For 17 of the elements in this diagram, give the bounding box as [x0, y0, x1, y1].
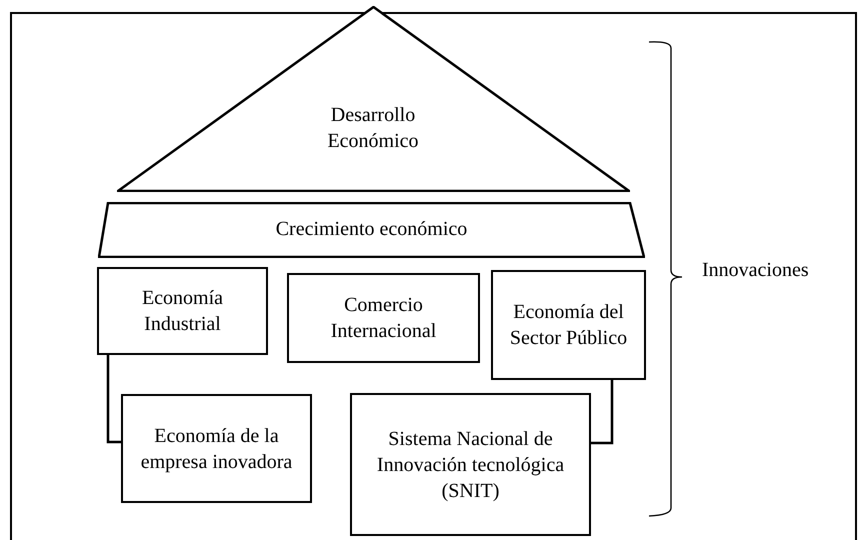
node-text: Economía Industrial: [140, 286, 224, 337]
topic-box: [491, 270, 646, 380]
topic-box: [121, 394, 312, 503]
topic-box: [350, 393, 591, 536]
node-text: Economía de la empresa inovadora: [140, 424, 294, 474]
band-trapezoid: [98, 202, 645, 258]
node-text: Economía del Sector Público: [508, 300, 628, 351]
node-text: Crecimiento económico: [274, 217, 468, 242]
topic-box: [97, 267, 268, 355]
node-text: Sistema Nacional de Innovación tecnológica (SNIT): [376, 426, 566, 504]
node-text: Comercio Internacional: [330, 293, 438, 344]
node-text: Desarrollo Económico: [326, 103, 420, 154]
roof-triangle: [117, 6, 630, 192]
connector-line: [591, 380, 614, 444]
topic-box: [287, 273, 480, 363]
brace-label: Innovaciones: [702, 258, 809, 283]
connector-line: [106, 355, 121, 444]
